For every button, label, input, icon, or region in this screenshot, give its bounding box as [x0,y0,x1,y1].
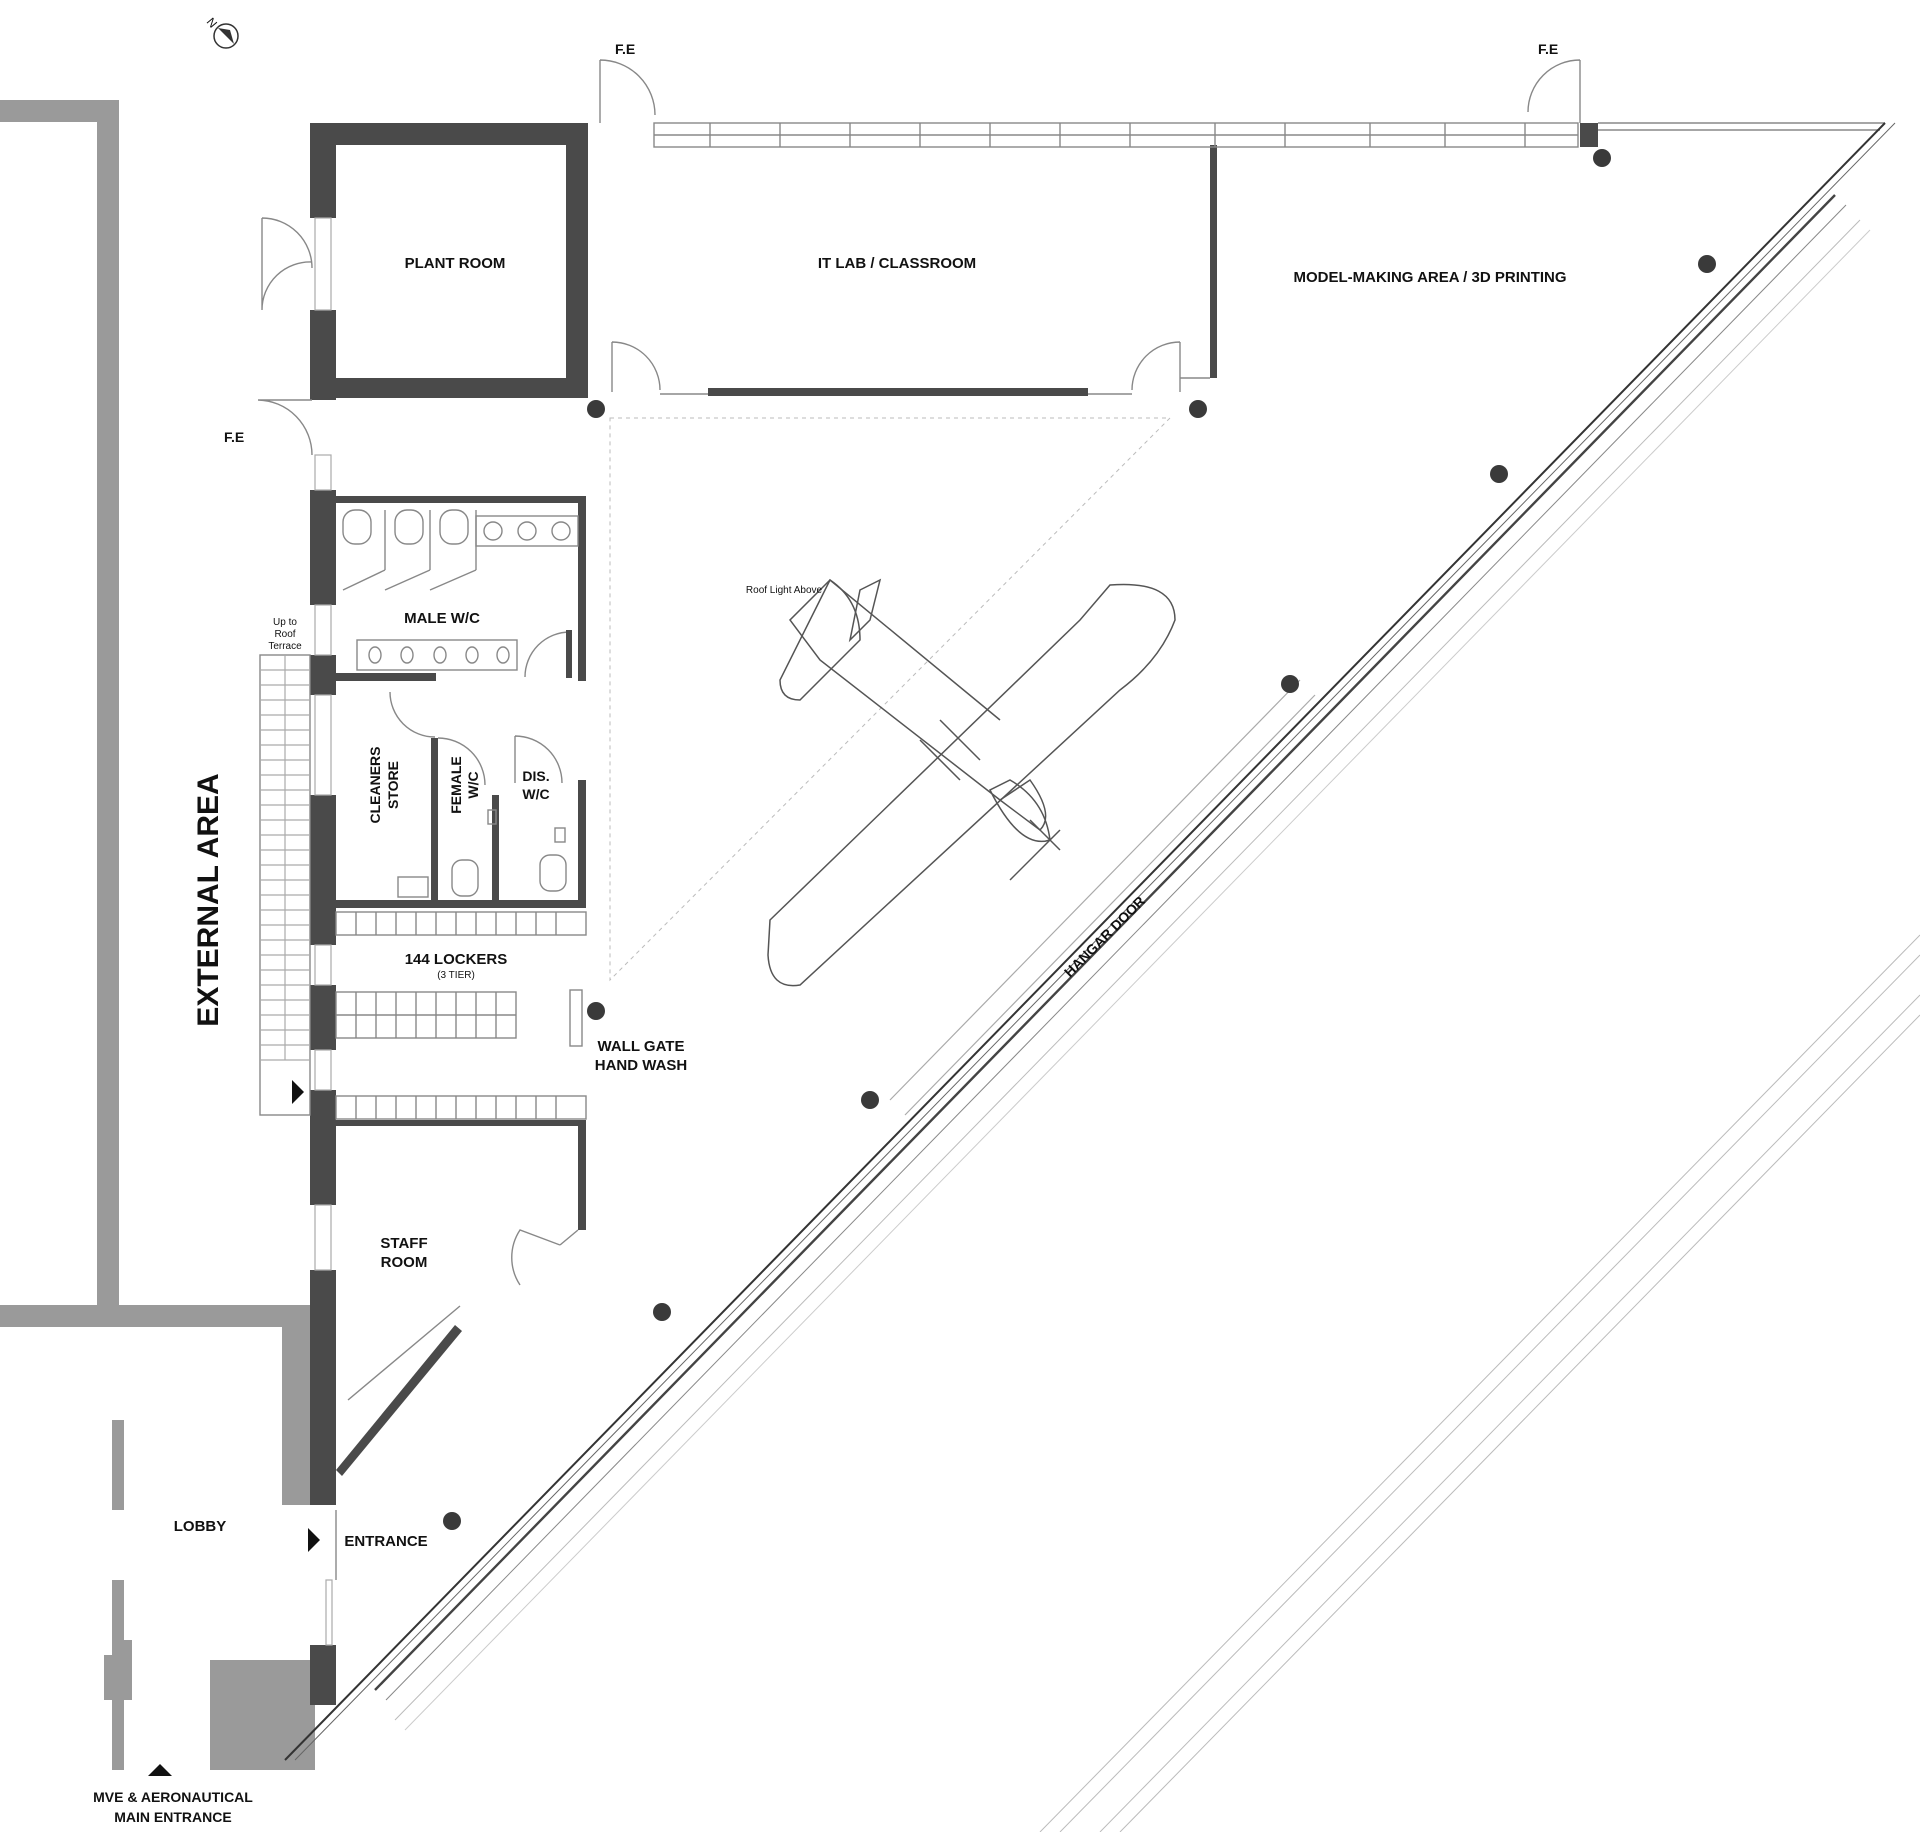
cleaners-store-line1: CLEANERS [367,746,383,823]
building-walls [310,123,1598,1705]
up-to-roof-line1: Up to [273,617,297,628]
female-wc-line2: W/C [465,771,481,798]
up-to-roof-line3: Terrace [268,641,302,652]
stair-arrow [292,1080,304,1104]
wc-fixtures [397,735,567,898]
lockers [335,911,587,1120]
staff-room-line2: ROOM [381,1254,428,1271]
hangar-door-label: HANGAR DOOR [1061,893,1148,980]
fe-label-top-left: F.E [615,41,635,57]
top-glazing [599,59,1885,148]
stair-treads [260,655,310,1061]
it-lab-doors [611,341,1210,395]
up-to-roof-line2: Roof [274,629,295,640]
columns [443,149,1716,1530]
entrance-arrow [308,1528,320,1552]
it-lab-label: IT LAB / CLASSROOM [818,255,976,272]
wall-gate-line2: HAND WASH [595,1057,688,1074]
female-wc-line1: FEMALE [448,756,464,814]
entrance-label: ENTRANCE [344,1533,427,1550]
dis-wc-line1: DIS. [522,768,549,784]
left-side-details [257,217,333,1646]
roof-light-label: Roof Light Above [746,585,823,596]
wall-gate-line1: WALL GATE [598,1038,685,1055]
staff-room-line1: STAFF [380,1235,427,1252]
roof-light-outline [609,417,1172,982]
staff-entrance-details [148,1229,579,1776]
external-boundary [0,100,315,1770]
north-arrow: N [204,15,239,49]
external-area-label: EXTERNAL AREA [192,773,225,1026]
main-entrance-arrow [148,1764,172,1776]
aircraft-drawing [767,578,1176,987]
model-making-label: MODEL-MAKING AREA / 3D PRINTING [1293,269,1566,286]
main-entrance-line2: MAIN ENTRANCE [114,1809,231,1825]
male-wc-label: MALE W/C [404,610,480,627]
plant-room-label: PLANT ROOM [405,255,506,272]
lobby-label: LOBBY [174,1518,227,1535]
hangar-facade [284,122,1920,1832]
dis-wc-line2: W/C [522,786,549,802]
fe-label-left: F.E [224,429,244,445]
lockers-sub-label: (3 TIER) [437,970,475,981]
fe-label-top-right: F.E [1538,41,1558,57]
male-wc-fixtures [342,509,579,738]
cleaners-store-line2: STORE [385,761,401,809]
lockers-label: 144 LOCKERS [405,951,508,968]
main-entrance-line1: MVE & AERONAUTICAL [93,1789,253,1805]
